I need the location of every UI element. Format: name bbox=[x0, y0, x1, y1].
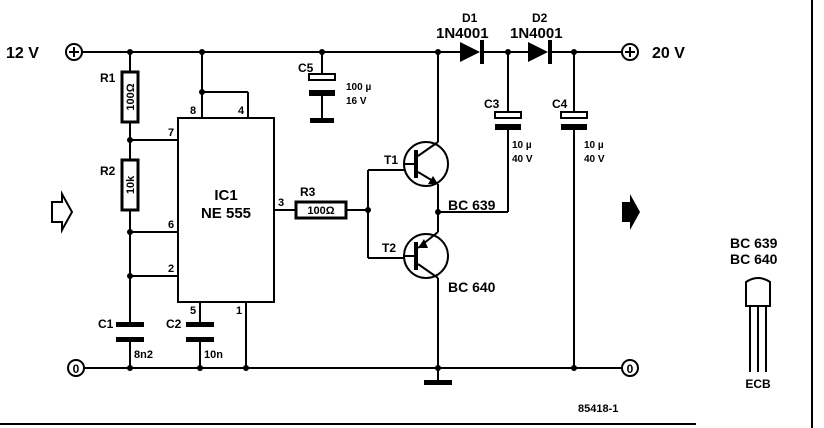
ground-symbol-emitters bbox=[424, 380, 452, 385]
pin-7-label: 7 bbox=[168, 127, 174, 139]
d2-label: D2 bbox=[532, 11, 548, 25]
c2-value: 10n bbox=[204, 349, 223, 361]
input-voltage-label: 12 V bbox=[6, 45, 39, 62]
resistor-r3: 100Ω R3 bbox=[294, 185, 348, 220]
d2-part: 1N4001 bbox=[510, 25, 563, 42]
to92-body-icon bbox=[745, 277, 771, 307]
package-part-1: BC 639 bbox=[730, 235, 778, 251]
t1-label: T1 bbox=[384, 153, 398, 167]
diode-d2: D2 1N4001 bbox=[510, 11, 563, 64]
c4-value: 10 µ bbox=[584, 140, 604, 151]
c3-value: 10 µ bbox=[512, 140, 532, 151]
c5-value: 100 µ bbox=[346, 82, 371, 93]
ic1-label: IC1 bbox=[214, 187, 237, 204]
c5-voltage: 16 V bbox=[346, 96, 367, 107]
r1-value: 100Ω bbox=[125, 83, 137, 110]
c4-voltage: 40 V bbox=[584, 154, 605, 165]
c3-voltage: 40 V bbox=[512, 154, 533, 165]
resistor-r2: 10k R2 bbox=[100, 158, 140, 212]
c4-label: C4 bbox=[552, 97, 568, 111]
t2-label: T2 bbox=[382, 241, 396, 255]
r3-label: R3 bbox=[300, 185, 316, 199]
ground-right-label: 0 bbox=[627, 362, 634, 376]
pin-3-label: 3 bbox=[278, 197, 284, 209]
capacitor-c3: C3 10 µ 40 V bbox=[484, 97, 533, 165]
r1-label: R1 bbox=[100, 71, 116, 85]
c3-label: C3 bbox=[484, 97, 500, 111]
r2-value: 10k bbox=[125, 175, 137, 194]
capacitor-c4: C4 10 µ 40 V bbox=[552, 97, 605, 165]
c2-label: C2 bbox=[166, 317, 182, 331]
package-pinout: ECB bbox=[745, 377, 771, 391]
terminal-20v: 20 V bbox=[621, 43, 685, 62]
t2-part: BC 640 bbox=[448, 279, 496, 295]
capacitor-c5: C5 100 µ 16 V bbox=[298, 61, 371, 107]
output-voltage-label: 20 V bbox=[652, 45, 685, 62]
pin-8-label: 8 bbox=[190, 105, 196, 117]
output-arrow-icon bbox=[622, 194, 640, 230]
pin-4-label: 4 bbox=[238, 105, 245, 117]
input-arrow-icon bbox=[51, 190, 74, 234]
terminal-ground-right: 0 bbox=[621, 359, 639, 377]
pin-6-label: 6 bbox=[168, 219, 174, 231]
terminal-12v: 12 V bbox=[6, 43, 83, 62]
ground-left-label: 0 bbox=[73, 362, 80, 376]
d1-label: D1 bbox=[462, 11, 478, 25]
d1-part: 1N4001 bbox=[436, 25, 489, 42]
transistor-package-inset: BC 639 BC 640 ECB bbox=[730, 235, 778, 391]
figure-id: 85418-1 bbox=[578, 403, 618, 415]
diode-d1: D1 1N4001 bbox=[436, 11, 489, 64]
c1-value: 8n2 bbox=[134, 349, 153, 361]
resistor-r1: 100Ω R1 bbox=[100, 70, 140, 124]
c5-label: C5 bbox=[298, 61, 314, 75]
package-part-2: BC 640 bbox=[730, 251, 778, 267]
pin-5-label: 5 bbox=[190, 305, 196, 317]
junction-dots bbox=[127, 49, 577, 371]
pin-1-label: 1 bbox=[236, 305, 242, 317]
r3-value: 100Ω bbox=[307, 205, 334, 217]
transistor-t2: T2 BC 640 bbox=[382, 231, 496, 295]
t1-part: BC 639 bbox=[448, 197, 496, 213]
r2-label: R2 bbox=[100, 164, 116, 178]
transistor-t1: T1 BC 639 bbox=[384, 141, 496, 213]
ground-symbol-c5 bbox=[310, 118, 334, 123]
pin-2-label: 2 bbox=[168, 263, 174, 275]
capacitor-c2: C2 10n bbox=[166, 317, 223, 361]
capacitor-c1: C1 8n2 bbox=[98, 317, 153, 361]
ic1-ne555: IC1 NE 555 8 4 7 6 2 3 5 1 bbox=[168, 105, 284, 317]
wires bbox=[82, 51, 622, 382]
ic1-part: NE 555 bbox=[201, 205, 251, 222]
c1-label: C1 bbox=[98, 317, 114, 331]
terminal-ground-left: 0 bbox=[67, 359, 85, 377]
